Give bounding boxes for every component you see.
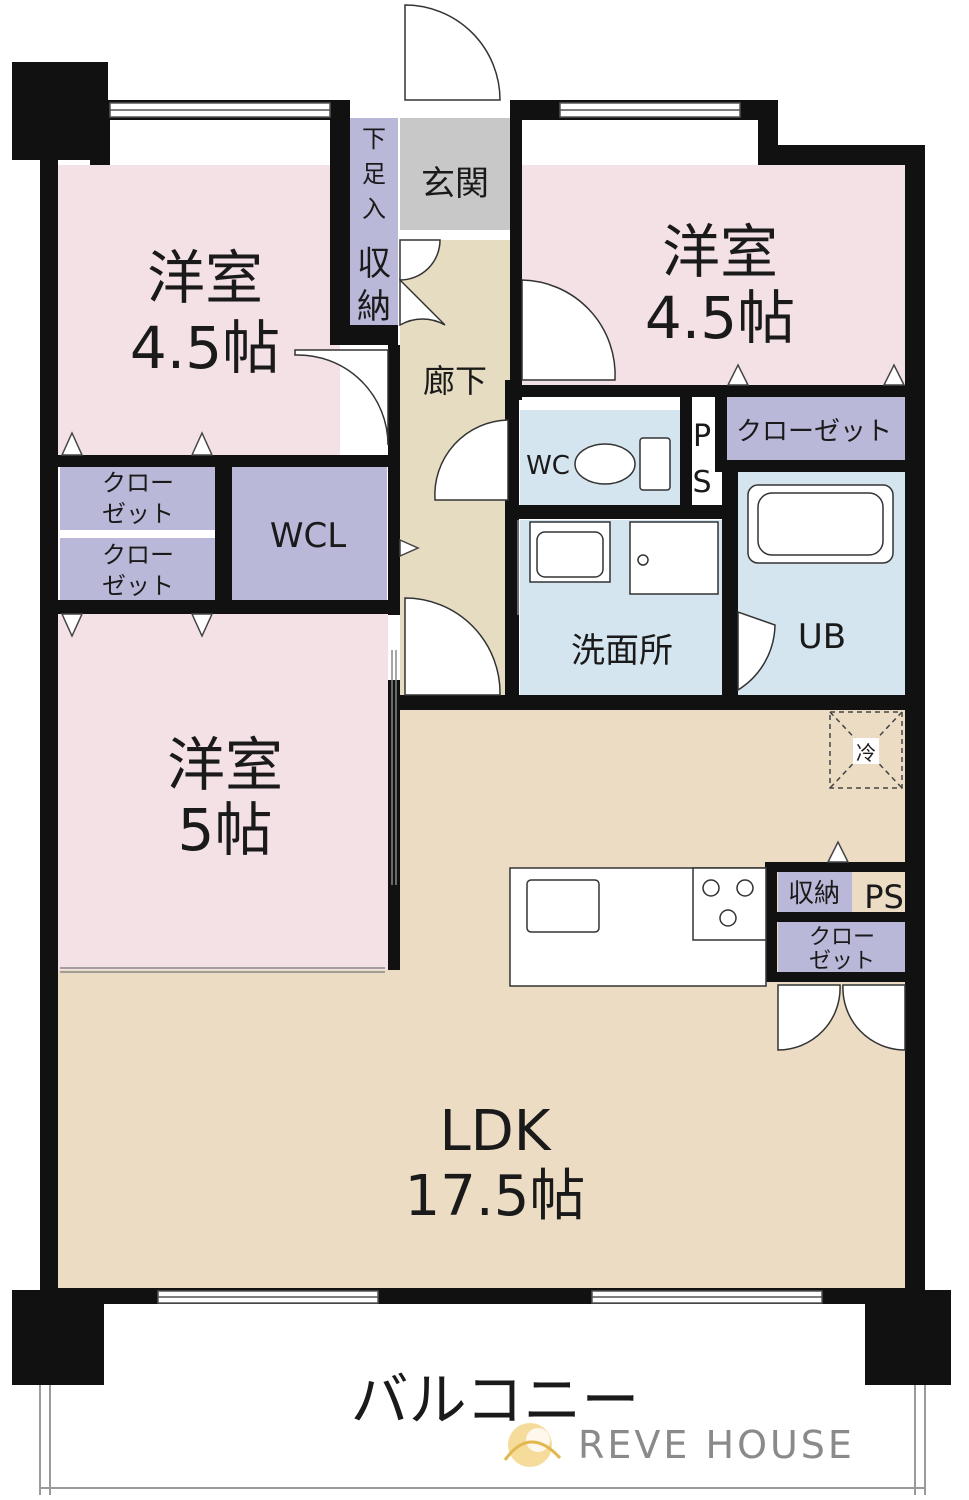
bedroom-w-size: 5帖 [178, 796, 273, 864]
shoe-storage-label-3: 入 [362, 195, 386, 223]
closet-kitchen [778, 922, 906, 974]
closet-kitchen-label-2: ゼット [809, 949, 875, 974]
ps-label-2: S [692, 465, 711, 500]
bedroom-w [58, 612, 388, 970]
ldk-area [58, 970, 906, 1288]
bedroom-nw-size: 4.5帖 [130, 314, 280, 382]
closet-kitchen-label-1: クロー [809, 925, 875, 950]
wcl [232, 465, 387, 602]
closet-w1-label-1: クロー [102, 469, 174, 497]
balcony-label: バルコニー [351, 1366, 640, 1434]
shoe-storage [350, 118, 398, 230]
ldk-name: LDK [439, 1099, 551, 1164]
closet-w2-label-1: クロー [102, 541, 174, 569]
fridge-label: 冷 [856, 741, 876, 765]
entrance [400, 118, 510, 230]
storage-label-2: 納 [357, 287, 391, 327]
bedroom-nw [58, 165, 340, 460]
bedroom-ne-name: 洋室 [662, 218, 778, 286]
fridge-space [829, 711, 903, 789]
closet-w2 [60, 538, 215, 602]
ldk-size: 17.5帖 [405, 1164, 586, 1229]
closet-w2-label-2: ゼット [102, 572, 174, 600]
brand-name: REVE HOUSE [578, 1423, 855, 1467]
entrance-label: 玄関 [421, 164, 489, 204]
shoe-storage-label-2: 足 [362, 160, 386, 188]
bedroom-w-name: 洋室 [167, 731, 283, 799]
kitchen-storage-label: 収納 [788, 879, 840, 909]
balcony-area [18, 1290, 948, 1495]
stove-icon [692, 867, 767, 941]
sunburst-logo-icon [503, 1423, 562, 1467]
windows [109, 102, 823, 1304]
wc-label: WC [526, 451, 570, 481]
bedroom-ne-size: 4.5帖 [645, 284, 795, 352]
ub-label: UB [798, 617, 846, 657]
closet-ne-label: クローゼット [736, 417, 892, 447]
ps-kitchen-label: PS [864, 878, 904, 916]
washroom-label: 洗面所 [571, 631, 673, 671]
ps-label-1: P [693, 419, 711, 454]
bedroom-nw-name: 洋室 [147, 244, 263, 312]
closet-ne [722, 395, 906, 463]
kitchen-storage [778, 870, 852, 912]
toilet-bowl-icon [574, 443, 636, 485]
closet-markers [60, 363, 906, 863]
wcl-label: WCL [270, 516, 346, 556]
kitchen-sink-icon [526, 879, 600, 933]
toilet-tank-icon [639, 437, 671, 491]
storage-vertical [350, 230, 398, 325]
closet-w1-label-2: ゼット [102, 500, 174, 528]
doors [294, 4, 906, 1051]
hallway-label: 廊下 [423, 362, 487, 400]
closet-w1 [60, 465, 215, 530]
shoe-storage-label-1: 下 [362, 125, 386, 153]
fixtures [509, 437, 894, 987]
storage-label-1: 収 [357, 244, 391, 284]
